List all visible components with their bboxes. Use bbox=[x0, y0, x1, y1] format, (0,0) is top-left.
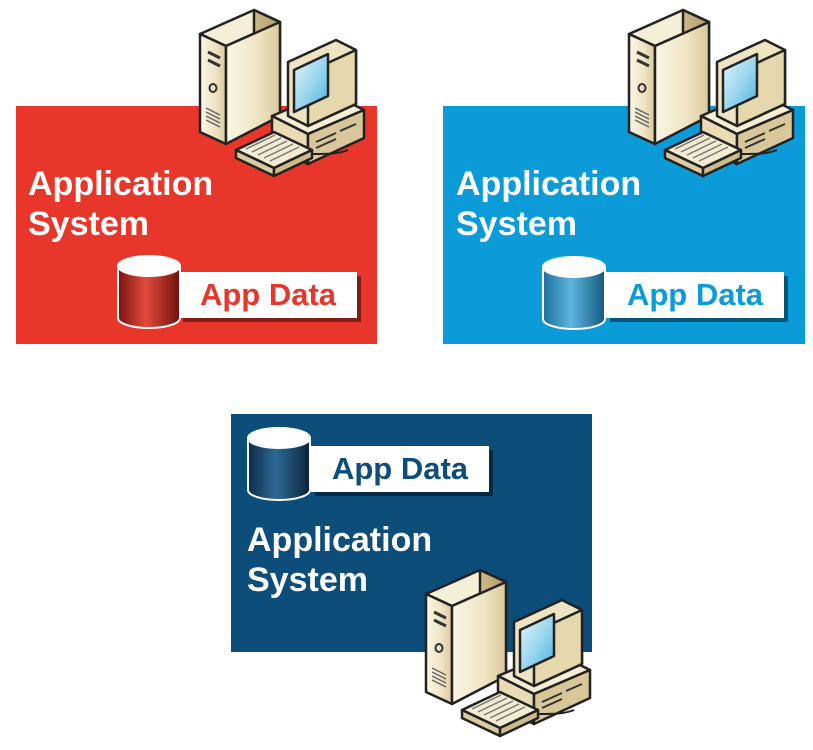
panel-title-line1: Application bbox=[28, 165, 214, 203]
computer-workstation-icon bbox=[198, 8, 366, 178]
panel-title: Application System bbox=[456, 164, 641, 244]
application-system-panel-navy: Application System App Data bbox=[231, 414, 592, 652]
app-data-label: App Data bbox=[179, 272, 357, 318]
app-data-label: App Data bbox=[311, 446, 489, 492]
panel-title-line1: Application bbox=[247, 521, 433, 559]
panel-title-line1: Application bbox=[456, 165, 642, 203]
panel-title: Application System bbox=[247, 520, 432, 600]
computer-workstation-icon bbox=[627, 8, 795, 178]
panel-title: Application System bbox=[28, 164, 213, 244]
panel-title-line2: System bbox=[28, 205, 149, 243]
panel-title-line2: System bbox=[456, 205, 577, 243]
panel-title-line2: System bbox=[247, 561, 368, 599]
computer-workstation-icon bbox=[424, 568, 592, 738]
database-cylinder-icon bbox=[247, 427, 311, 501]
app-data-label: App Data bbox=[606, 272, 784, 318]
database-cylinder-icon bbox=[542, 256, 606, 330]
database-cylinder-icon bbox=[117, 255, 181, 329]
